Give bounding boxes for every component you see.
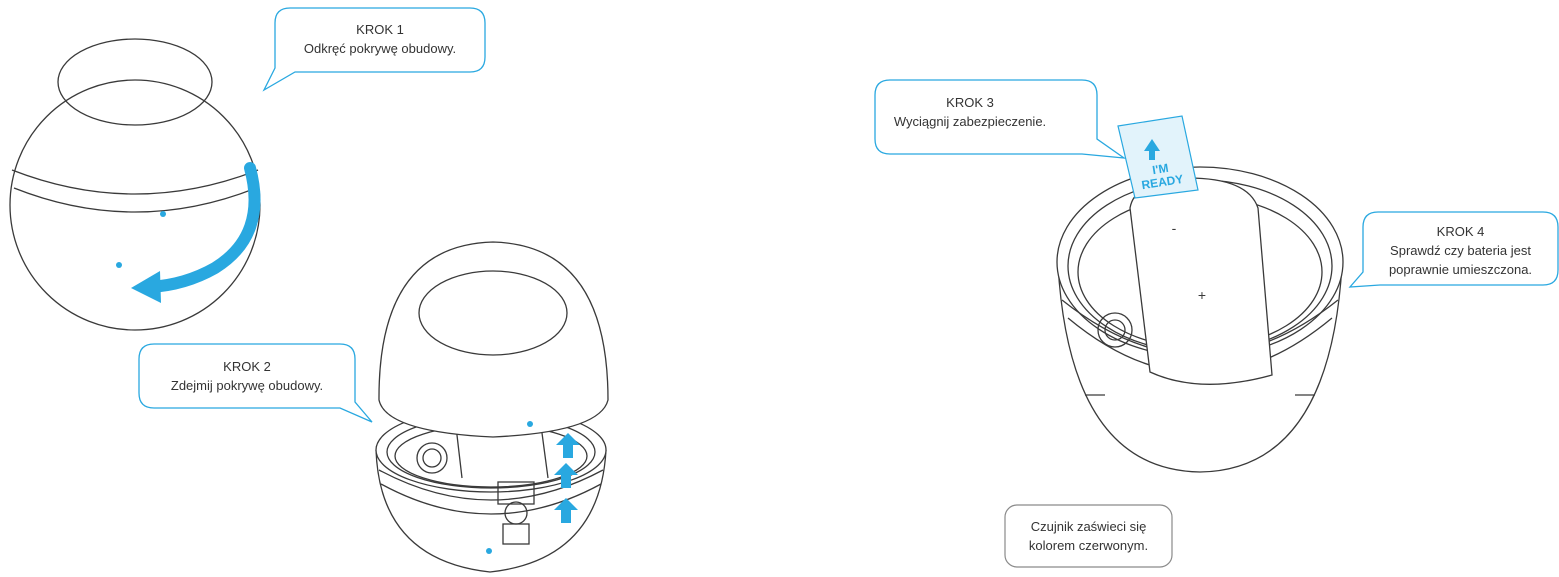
- step4-title: KROK 4: [1363, 222, 1558, 241]
- step1-description: Odkręć pokrywę obudowy.: [275, 39, 485, 58]
- led-dot-icon: [486, 548, 492, 554]
- note-line1: Czujnik zaświeci się: [1005, 517, 1172, 536]
- step3-title: KROK 3: [875, 93, 1065, 112]
- battery-plus-label: +: [1198, 287, 1206, 303]
- step2-text: KROK 2 Zdejmij pokrywę obudowy.: [139, 357, 355, 395]
- sensor-lid-lifted: [379, 242, 608, 437]
- step4-text: KROK 4 Sprawdź czy bateria jest poprawni…: [1363, 222, 1558, 279]
- step3-text: KROK 3 Wyciągnij zabezpieczenie.: [875, 93, 1065, 131]
- sensor-open-battery: [1057, 167, 1343, 472]
- step2-description: Zdejmij pokrywę obudowy.: [139, 376, 355, 395]
- led-dot-icon: [160, 211, 166, 217]
- note-text: Czujnik zaświeci się kolorem czerwonym.: [1005, 517, 1172, 555]
- note-line2: kolorem czerwonym.: [1005, 536, 1172, 555]
- step3-description: Wyciągnij zabezpieczenie.: [875, 112, 1065, 131]
- led-dot-icon: [527, 421, 533, 427]
- step4-description-line1: Sprawdź czy bateria jest: [1363, 241, 1558, 260]
- step1-text: KROK 1 Odkręć pokrywę obudowy.: [275, 20, 485, 58]
- step1-title: KROK 1: [275, 20, 485, 39]
- led-dot-icon: [116, 262, 122, 268]
- step4-description-line2: poprawnie umieszczona.: [1363, 260, 1558, 279]
- battery-minus-label: -: [1172, 220, 1177, 236]
- step2-title: KROK 2: [139, 357, 355, 376]
